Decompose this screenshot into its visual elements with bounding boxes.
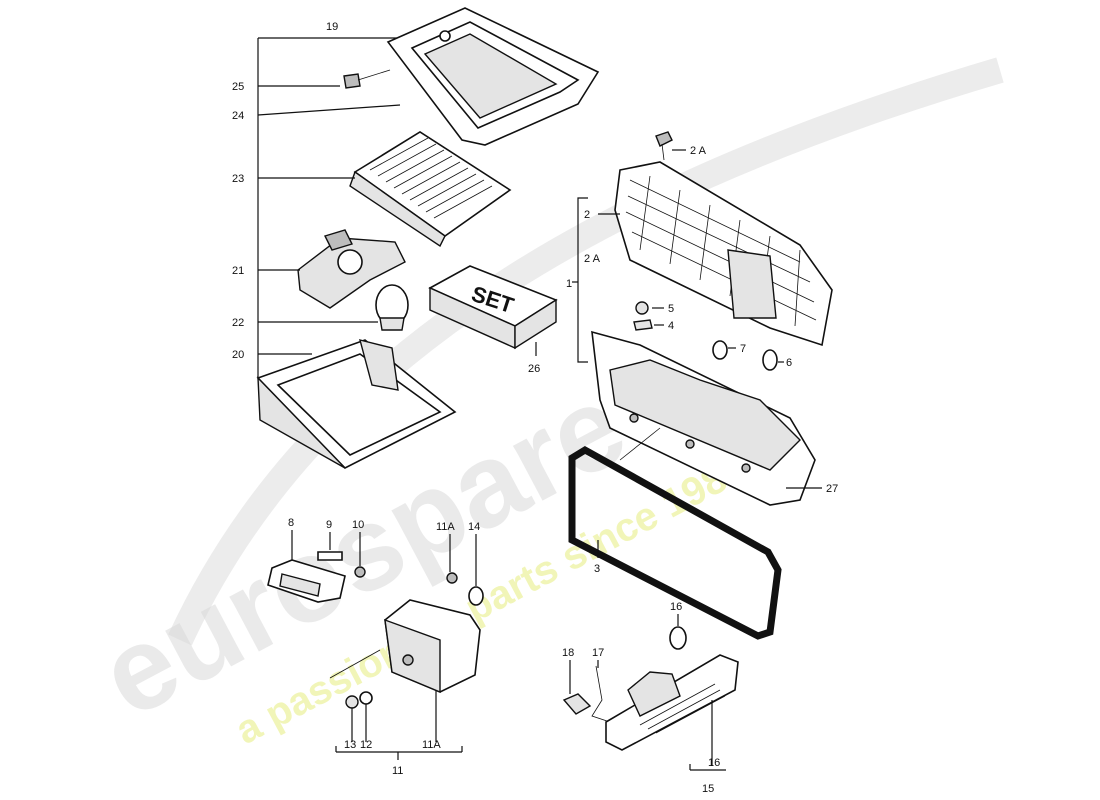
- part-25-screw[interactable]: [343, 69, 391, 89]
- callout-21: 21: [232, 265, 244, 277]
- watermark: eurospares a passion for parts since 198…: [80, 57, 1004, 753]
- part-16-reflector-lamp[interactable]: [605, 654, 739, 751]
- callout-5: 5: [668, 303, 674, 315]
- callout-4: 4: [668, 320, 674, 332]
- part-9-festoon-bulb[interactable]: [317, 551, 343, 561]
- callout-20: 20: [232, 349, 244, 361]
- callout-25: 25: [232, 81, 244, 93]
- part-7-bulb[interactable]: [712, 340, 728, 360]
- part-17-clip[interactable]: [591, 665, 611, 723]
- callout-26: 26: [528, 363, 540, 375]
- callout-14: 14: [468, 521, 480, 533]
- callout-9: 9: [326, 519, 332, 531]
- part-3-gasket[interactable]: [568, 445, 782, 640]
- part-8-license-lamp[interactable]: [267, 559, 346, 603]
- callout-11: 11: [392, 765, 403, 777]
- callout-12: 12: [360, 739, 372, 751]
- callout-15: 15: [702, 783, 714, 795]
- part-5-nut[interactable]: [635, 301, 649, 315]
- callout-16-bottom: 16: [708, 757, 720, 769]
- callout-13: 13: [344, 739, 356, 751]
- part-14-bulb[interactable]: [468, 586, 484, 606]
- callout-17: 17: [592, 647, 604, 659]
- part-10-screw[interactable]: [354, 566, 366, 578]
- part-13-nut[interactable]: [345, 695, 359, 709]
- callout-3: 3: [594, 563, 600, 575]
- callout-27: 27: [826, 483, 838, 495]
- part-24-lens-frame[interactable]: [386, 7, 600, 146]
- part-20-lamp-housing[interactable]: [256, 339, 457, 469]
- part-11-side-lamp[interactable]: [329, 599, 481, 694]
- part-11a-bolt[interactable]: [446, 572, 458, 584]
- part-18-wing-nut[interactable]: [562, 693, 592, 715]
- part-23-lens[interactable]: [349, 131, 512, 248]
- part-22-bulb[interactable]: [375, 284, 409, 331]
- callout-10: 10: [352, 519, 364, 531]
- callout-1: 1: [566, 278, 572, 290]
- callout-18: 18: [562, 647, 574, 659]
- callout-11a-top: 11A: [436, 521, 455, 533]
- part-26-kit-box[interactable]: SET: [428, 265, 558, 350]
- callout-24: 24: [232, 110, 244, 122]
- callout-6: 6: [786, 357, 792, 369]
- callout-16-top: 16: [670, 601, 682, 613]
- part-6-bulb[interactable]: [762, 349, 778, 371]
- part-21-bulb-holder[interactable]: [297, 229, 406, 309]
- callout-19: 19: [326, 21, 338, 33]
- callout-22: 22: [232, 317, 244, 329]
- callout-8: 8: [288, 517, 294, 529]
- part-16-bulb[interactable]: [669, 626, 687, 650]
- callout-7: 7: [740, 343, 746, 355]
- callout-11a-bottom: 11A: [422, 739, 441, 751]
- callout-23: 23: [232, 173, 244, 185]
- part-2-tail-lens[interactable]: [614, 161, 833, 347]
- part-2a-bolt[interactable]: [655, 131, 673, 161]
- callout-2a-mid: 2 A: [584, 253, 601, 265]
- part-12-washer[interactable]: [359, 691, 373, 705]
- callout-2a-top: 2 A: [690, 145, 707, 157]
- part-27-tail-housing[interactable]: [591, 330, 816, 506]
- part-4-clip[interactable]: [633, 319, 653, 331]
- callout-2: 2: [584, 209, 590, 221]
